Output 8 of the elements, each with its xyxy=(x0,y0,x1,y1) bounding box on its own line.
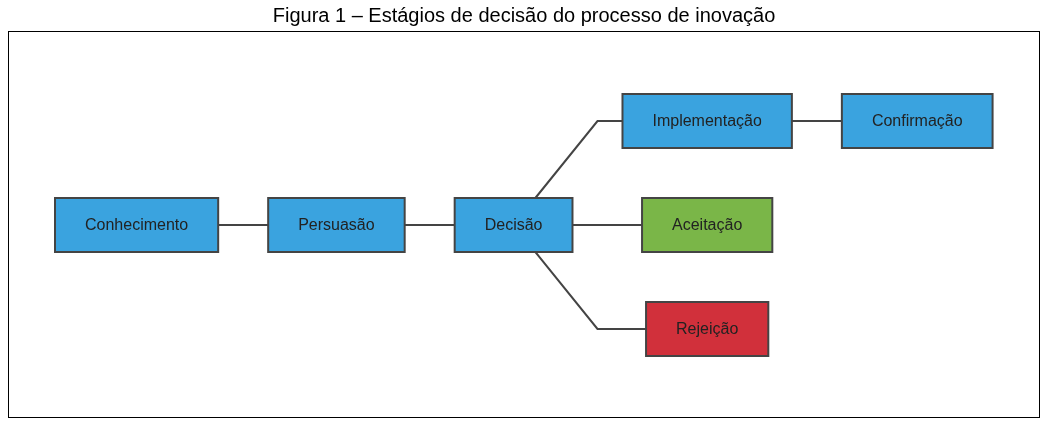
figure-title: Figura 1 – Estágios de decisão do processo de inovação xyxy=(271,4,777,27)
node-box: Confirmação xyxy=(841,92,994,149)
node-box: Decisão xyxy=(453,196,574,253)
node-box: Conhecimento xyxy=(54,196,220,253)
node-box: Implementação xyxy=(621,92,794,149)
node-box: Persuasão xyxy=(267,196,406,253)
node-box: Aceitação xyxy=(641,196,774,253)
node-box: Rejeição xyxy=(645,300,770,357)
